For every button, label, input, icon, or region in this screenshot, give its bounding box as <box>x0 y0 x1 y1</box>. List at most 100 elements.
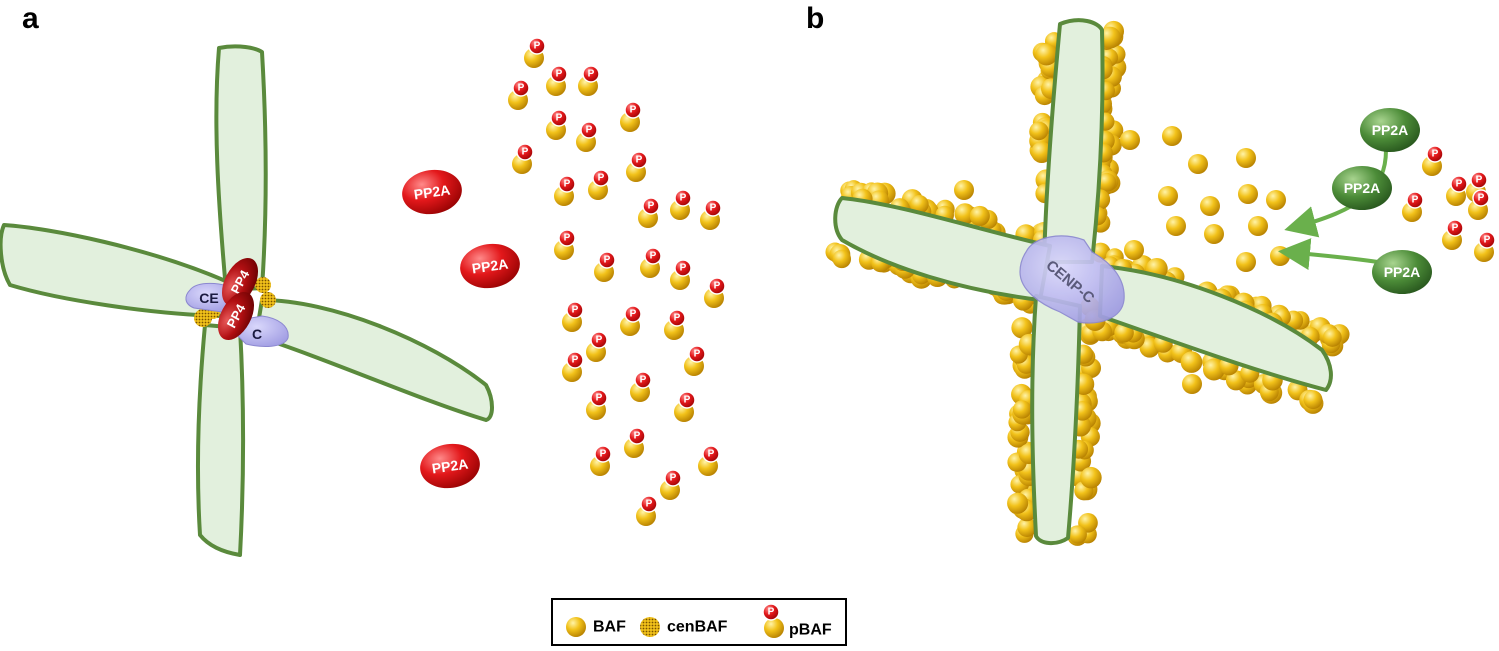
phospho-label: P <box>1432 149 1439 160</box>
phospho-label: P <box>596 393 603 404</box>
pbaf-particle: P <box>1442 219 1464 250</box>
cenp-c-right <box>235 315 289 347</box>
baf-bead <box>1270 246 1290 266</box>
phospho-circle <box>702 445 720 463</box>
phospho-label: P <box>670 473 677 484</box>
baf-bead <box>1124 240 1144 260</box>
phospho-circle <box>550 65 568 83</box>
chromosome-arm-top <box>1042 18 1105 264</box>
pp2a-red: PP2A <box>460 243 520 289</box>
phospho-circle <box>624 101 642 119</box>
phospho-label: P <box>634 431 641 442</box>
phospho-label: P <box>596 335 603 346</box>
pp2a-red: PP2A <box>402 169 462 215</box>
panel-label-a: a <box>22 2 39 35</box>
baf-bead <box>1303 390 1323 410</box>
phospho-circle <box>640 495 658 513</box>
pp2a-label: PP2A <box>1372 122 1409 138</box>
baf-bead <box>1236 252 1256 272</box>
legend-pbaf-label: pBAF <box>789 622 832 639</box>
phospho-circle <box>1472 189 1490 207</box>
cenp-c-fragment-right: C <box>252 326 262 342</box>
phospho-label: P <box>1476 175 1483 186</box>
cenbaf-bead <box>255 277 271 293</box>
phospho-label: P <box>522 147 529 158</box>
phospho-circle <box>674 189 692 207</box>
pbaf-particle: P <box>640 247 662 278</box>
phospho-label: P <box>630 105 637 116</box>
chromosome-a <box>0 44 494 557</box>
pbaf-particle: P <box>594 251 616 282</box>
pp2a-label: PP2A <box>471 256 509 277</box>
pbaf-particle: P <box>704 277 726 308</box>
phospho-label: P <box>708 449 715 460</box>
arrow-dephosphorylation-2 <box>1278 238 1379 271</box>
phospho-circle <box>566 301 584 319</box>
baf-bead <box>1031 141 1053 164</box>
pbaf-particle: P <box>512 143 534 174</box>
phospho-label: P <box>534 41 541 52</box>
pbaf-particle: P <box>554 229 576 260</box>
pp2a-green: PP2A <box>1360 108 1420 152</box>
pp2a-green: PP2A <box>1332 166 1392 210</box>
baf-bead <box>1017 517 1037 538</box>
phospho-label: P <box>564 233 571 244</box>
chromosome-arm-left <box>0 223 230 318</box>
baf-bead <box>1162 126 1182 146</box>
pbaf-particle: P <box>670 259 692 290</box>
pbaf-particle: P <box>588 169 610 200</box>
baf-bead <box>1097 172 1117 192</box>
phospho-label: P <box>1484 235 1491 246</box>
pbaf-particle: P <box>524 37 546 68</box>
phospho-circle <box>558 229 576 247</box>
baf-bead <box>1248 216 1268 236</box>
pbaf-particle: P <box>1474 231 1496 262</box>
pbaf-particle: P <box>1422 145 1444 176</box>
pbaf-particle: P <box>698 445 720 476</box>
baf-bead <box>954 203 976 225</box>
phospho-circle <box>628 427 646 445</box>
pbaf-particle: P <box>636 495 658 526</box>
legend-baf-icon <box>566 617 586 637</box>
pbaf-particle: P <box>620 305 642 336</box>
phospho-circle <box>566 351 584 369</box>
phospho-circle <box>704 199 722 217</box>
phospho-label: P <box>604 255 611 266</box>
baf-bead <box>1099 26 1121 49</box>
pbaf-particle: P <box>562 351 584 382</box>
pp4-complex-2: PP4 <box>217 291 255 341</box>
phospho-label: P <box>586 125 593 136</box>
phospho-circle <box>1470 171 1488 189</box>
baf-bead <box>954 180 974 200</box>
chromosome-arm-right <box>1098 264 1333 392</box>
pbaf-particle: P <box>1468 189 1490 220</box>
baf-bead <box>1120 130 1140 150</box>
pbaf-particle: P <box>562 301 584 332</box>
baf-bead <box>1236 148 1256 168</box>
baf-bead <box>1166 216 1186 236</box>
baf-bead <box>1011 317 1033 339</box>
baf-bead <box>1012 400 1032 419</box>
phospho-circle <box>516 143 534 161</box>
phospho-label: P <box>564 179 571 190</box>
phospho-circle <box>674 259 692 277</box>
baf-bead <box>969 205 990 227</box>
phospho-circle <box>642 197 660 215</box>
pp2a-red: PP2A <box>420 443 480 489</box>
phospho-label: P <box>572 305 579 316</box>
baf-bead <box>1068 525 1087 544</box>
phospho-label: P <box>714 281 721 292</box>
legend-cenbaf-icon <box>640 617 660 637</box>
chromosome-arm-left <box>833 196 1052 302</box>
phospho-circle <box>598 251 616 269</box>
phospho-label: P <box>556 113 563 124</box>
phospho-label: P <box>1452 223 1459 234</box>
phospho-label: P <box>674 313 681 324</box>
baf-bead <box>832 249 852 269</box>
phospho-circle <box>644 247 662 265</box>
baf-bead <box>1180 351 1203 373</box>
baf-bead <box>1322 328 1342 347</box>
chromosome-arm-right <box>254 298 494 422</box>
